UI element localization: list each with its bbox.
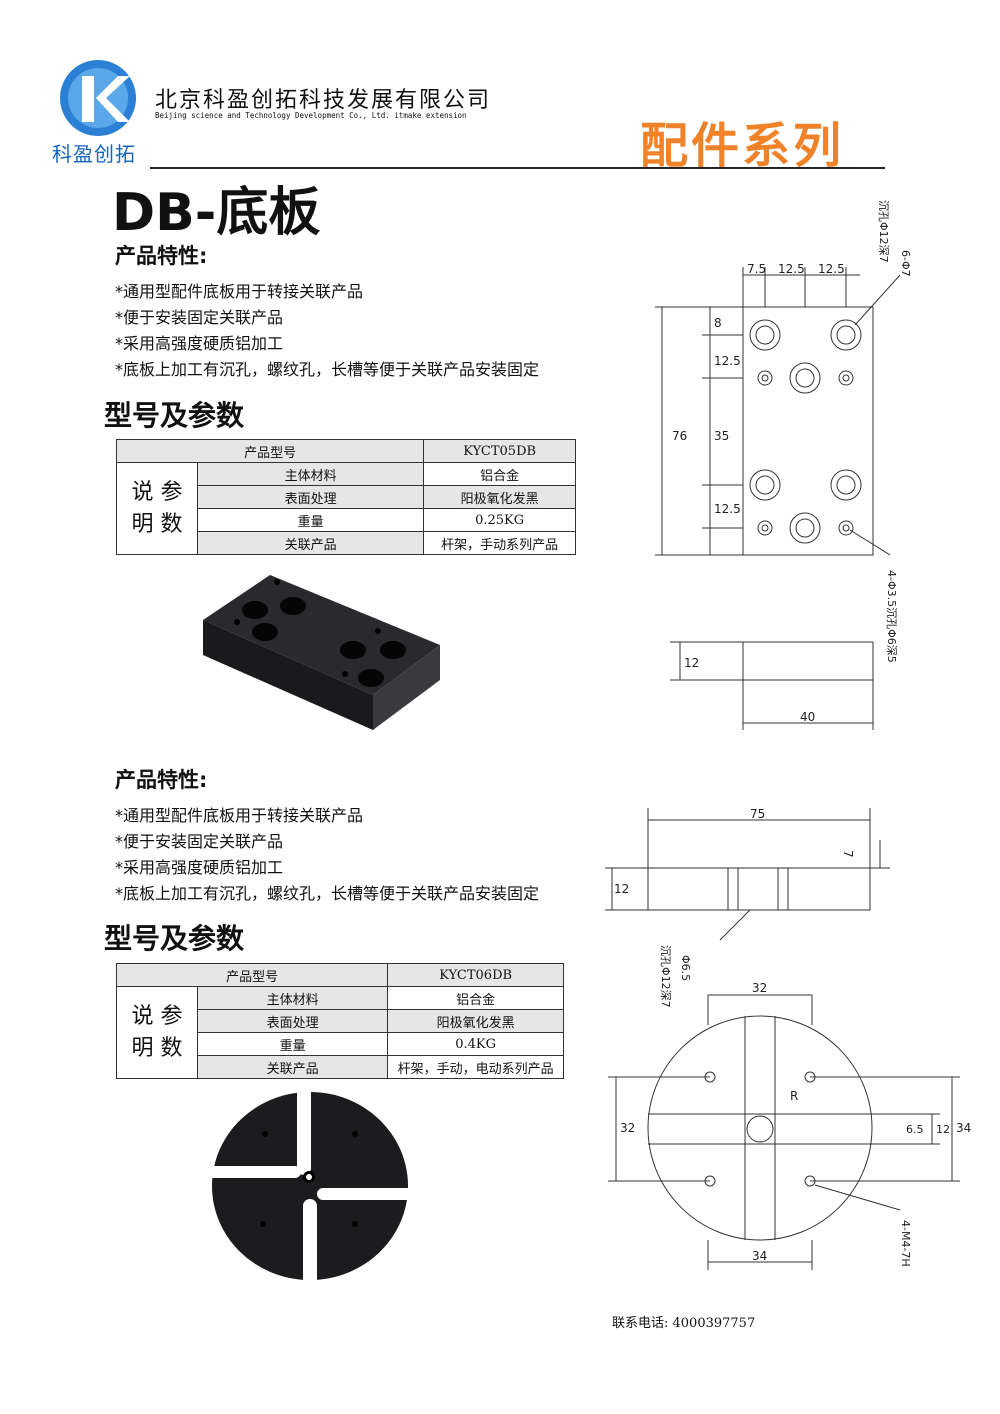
company-logo: [60, 60, 136, 136]
plate-outline: [742, 306, 874, 556]
drawing-note: 4-M4-7H: [899, 1220, 912, 1267]
series-title: 配件系列: [640, 118, 845, 174]
dim-label: 34: [752, 1249, 767, 1263]
feature-item: *采用高强度硬质铝加工: [115, 858, 284, 877]
dim-label: 75: [750, 807, 765, 821]
dim-label: 7: [841, 850, 855, 858]
dim-label: 12.5: [714, 354, 741, 368]
dim-label: 12: [936, 1123, 950, 1136]
feature-item: *便于安装固定关联产品: [115, 308, 284, 327]
dim-label: 76: [672, 429, 687, 443]
page-title: DB-底板: [112, 183, 321, 243]
spec-value: 阳极氧化发黑: [423, 485, 576, 509]
contact-phone: 联系电话: 4000397757: [612, 1316, 756, 1331]
dim-label: 7.5: [747, 262, 766, 276]
dim-label: R: [790, 1089, 798, 1103]
spec-key: 表面处理: [196, 485, 425, 509]
model-label: 产品型号: [115, 963, 389, 987]
features-list: *通用型配件底板用于转接关联产品 *便于安装固定关联产品 *采用高强度硬质铝加工…: [115, 803, 539, 907]
drawing-note: Φ6.5: [679, 955, 692, 981]
side-view-outline: [647, 867, 871, 911]
dim-label: 32: [620, 1121, 635, 1135]
dim-label: 12.5: [714, 502, 741, 516]
spec-value: 铝合金: [423, 462, 576, 486]
feature-item: *便于安装固定关联产品: [115, 832, 284, 851]
feature-item: *采用高强度硬质铝加工: [115, 334, 284, 353]
dim-label: 6.5: [906, 1123, 924, 1136]
side-label: 说 参 明 数: [116, 986, 198, 1079]
params-title: 型号及参数: [104, 922, 245, 955]
dim-label: 35: [714, 429, 729, 443]
spec-value: 铝合金: [387, 986, 564, 1010]
spec-value: 0.4KG: [387, 1032, 564, 1056]
spec-key: 重量: [196, 508, 425, 532]
header-divider: [150, 167, 885, 169]
feature-item: *底板上加工有沉孔，螺纹孔，长槽等便于关联产品安装固定: [115, 884, 540, 903]
dim-label: 12.5: [818, 262, 845, 276]
drawing-note: 沉孔Φ12深7: [659, 945, 672, 1008]
spec-value: 0.25KG: [423, 508, 576, 532]
company-name: 北京科盈创拓科技发展有限公司: [155, 88, 492, 113]
spec-key: 关联产品: [196, 531, 425, 555]
features-title: 产品特性:: [115, 244, 208, 268]
features-title: 产品特性:: [115, 768, 208, 792]
logo-text: 科盈创拓: [52, 142, 136, 166]
dim-label: 12: [614, 882, 629, 896]
technical-drawing-round: 75 7 12 沉孔Φ12深7 Φ6.5 32 34 32 34 6.5 12 …: [605, 807, 971, 1270]
spec-value: 杆架，手动系列产品: [423, 531, 576, 555]
spec-key: 重量: [196, 1032, 389, 1056]
spec-table: 产品型号 KYCT05DB 说 参 明 数 主体材料 铝合金 表面处理 阳极氧化…: [115, 439, 576, 555]
spec-value: 阳极氧化发黑: [387, 1009, 564, 1033]
feature-item: *通用型配件底板用于转接关联产品: [115, 282, 364, 301]
spec-key: 主体材料: [196, 462, 425, 486]
features-list: *通用型配件底板用于转接关联产品 *便于安装固定关联产品 *采用高强度硬质铝加工…: [115, 279, 539, 383]
spec-value: 杆架，手动，电动系列产品: [387, 1055, 564, 1079]
product-photo-plate: [203, 575, 440, 730]
dim-label: 32: [752, 981, 767, 995]
dim-label: 34: [956, 1121, 971, 1135]
drawing-note: 沉孔Φ12深7: [877, 200, 890, 263]
technical-drawing-plate: 7.5 12.5 12.5 8 12.5 35 12.5 76 沉孔Φ12深7 …: [655, 200, 912, 730]
spec-key: 主体材料: [196, 986, 389, 1010]
spec-key: 关联产品: [196, 1055, 389, 1079]
feature-item: *通用型配件底板用于转接关联产品: [115, 806, 364, 825]
dim-label: 12: [684, 656, 699, 670]
dim-label: 12.5: [778, 262, 805, 276]
drawing-note: 6-Φ7: [899, 250, 912, 277]
model-label: 产品型号: [115, 439, 425, 463]
spec-key: 表面处理: [196, 1009, 389, 1033]
feature-item: *底板上加工有沉孔，螺纹孔，长槽等便于关联产品安装固定: [115, 360, 540, 379]
top-view-outline: [647, 1015, 873, 1241]
drawing-note: 4-Φ3.5沉孔Φ6深5: [885, 570, 898, 663]
params-title: 型号及参数: [104, 399, 245, 432]
dim-label: 8: [714, 316, 722, 330]
spec-table: 产品型号 KYCT06DB 说 参 明 数 主体材料 铝合金 表面处理 阳极氧化…: [115, 963, 564, 1079]
model-value: KYCT06DB: [387, 963, 564, 987]
model-value: KYCT05DB: [423, 439, 576, 463]
product-photo-round: [205, 1088, 415, 1288]
company-name-en: Beijing science and Technology Developme…: [155, 111, 467, 120]
dim-label: 40: [800, 710, 815, 724]
side-label: 说 参 明 数: [116, 462, 198, 555]
